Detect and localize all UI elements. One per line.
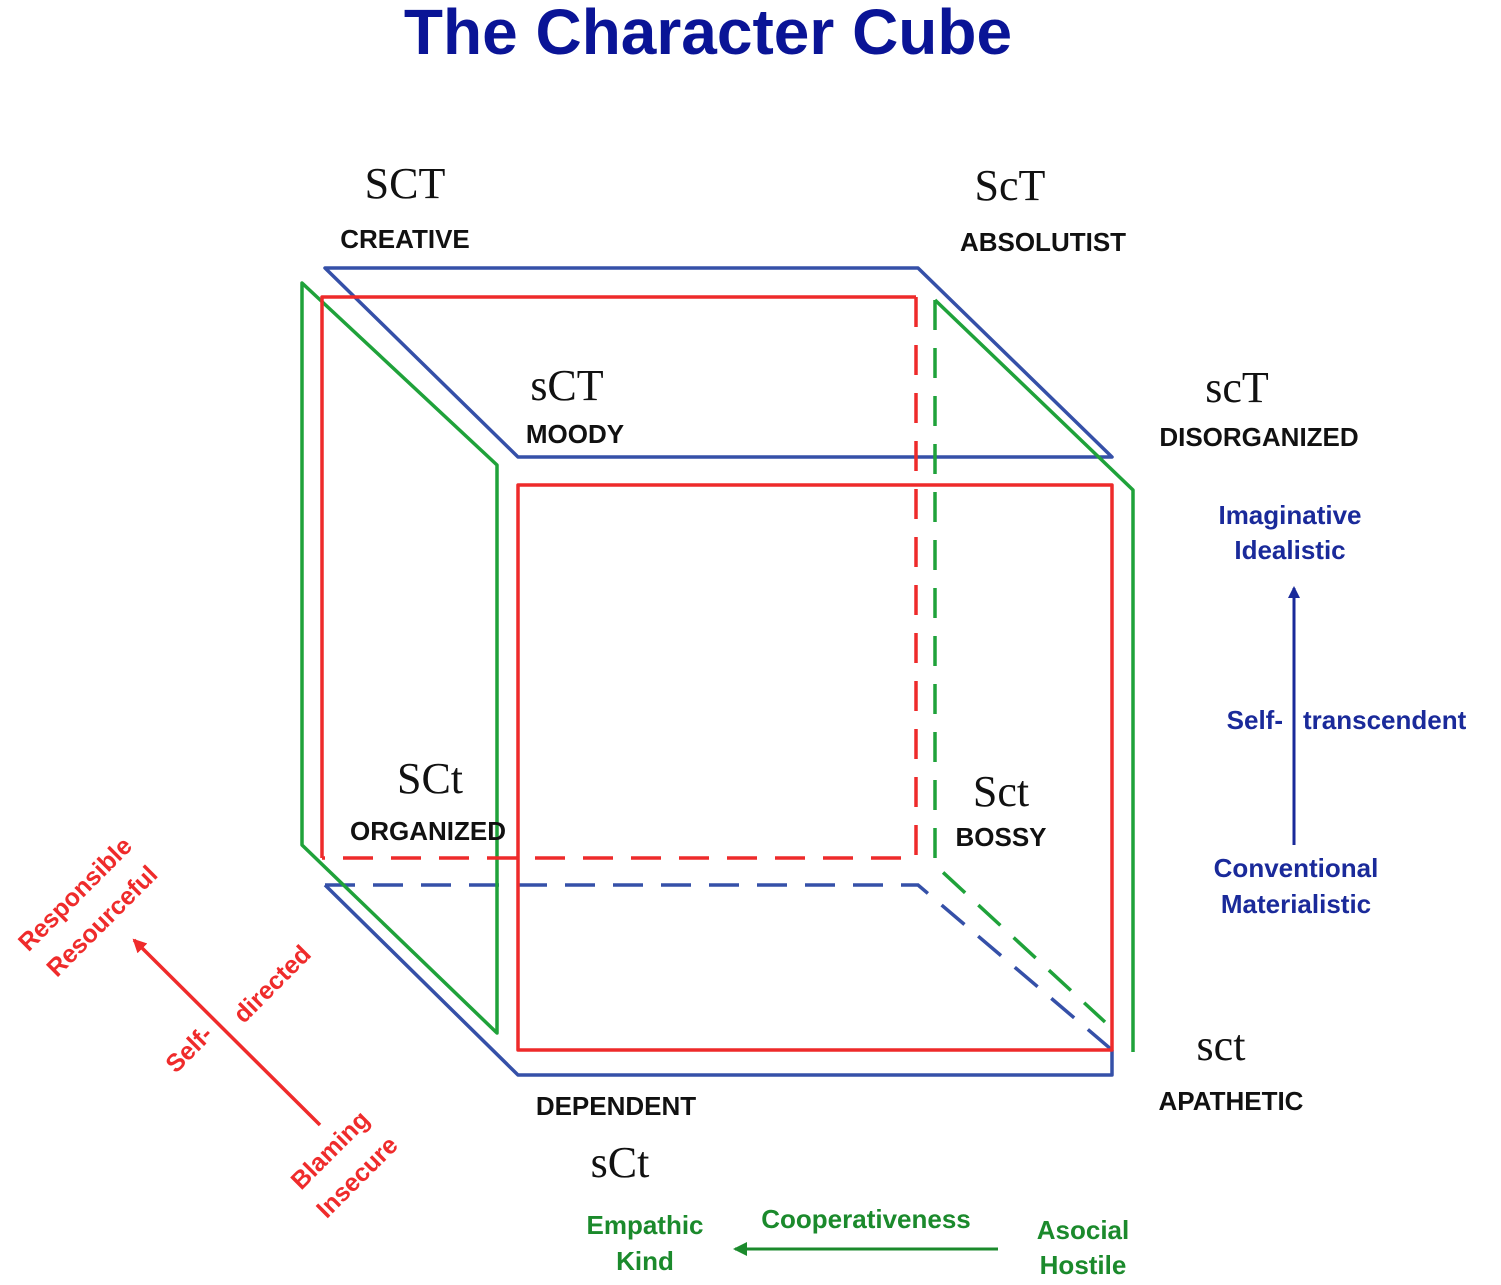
vertex-code: sct xyxy=(1197,1021,1246,1070)
vertex-name: CREATIVE xyxy=(340,224,470,254)
vertex-code: SCt xyxy=(397,754,463,803)
bottom-face-back-edges xyxy=(325,883,1114,1052)
transcendence-low-1: Conventional xyxy=(1214,853,1379,883)
vertex-code: scT xyxy=(1205,363,1269,412)
transcendence-high-2: Idealistic xyxy=(1234,535,1345,565)
bottom-face-front-edges xyxy=(323,883,1114,1077)
vertex-organized: SCt ORGANIZED xyxy=(350,754,506,846)
vertex-sct-upper-creative: SCT CREATIVE xyxy=(340,159,470,254)
top-face xyxy=(323,266,1114,459)
vertex-code: sCt xyxy=(591,1138,650,1187)
front-face xyxy=(516,483,1114,1052)
vertex-name: APATHETIC xyxy=(1159,1086,1304,1116)
transcendence-label-1: Self- xyxy=(1227,705,1283,735)
self-directedness-axis: Responsible Resourceful Self- directed B… xyxy=(13,832,404,1224)
cooperativeness-high-2: Kind xyxy=(616,1246,674,1276)
left-face xyxy=(300,281,499,1035)
vertex-dependent: DEPENDENT sCt xyxy=(536,1091,696,1187)
right-face-front-edges xyxy=(933,298,1135,1052)
vertex-code: SCT xyxy=(365,159,446,208)
vertex-absolutist: ScT ABSOLUTIST xyxy=(960,161,1126,257)
self-directedness-arrow xyxy=(132,938,322,1127)
vertex-code: Sct xyxy=(973,767,1029,816)
vertex-disorganized: scT DISORGANIZED xyxy=(1159,363,1358,452)
vertex-apathetic: sct APATHETIC xyxy=(1159,1021,1304,1116)
vertex-code: ScT xyxy=(975,161,1046,210)
vertex-name: DISORGANIZED xyxy=(1159,422,1358,452)
cooperativeness-axis: Empathic Kind Cooperativeness Asocial Ho… xyxy=(586,1204,1129,1280)
vertex-name: MOODY xyxy=(526,419,624,449)
right-face-back-edges xyxy=(933,300,1107,1024)
vertex-name: DEPENDENT xyxy=(536,1091,696,1121)
vertex-name: ABSOLUTIST xyxy=(960,227,1126,257)
self-directedness-label-2: directed xyxy=(228,940,317,1029)
cooperativeness-high-1: Empathic xyxy=(586,1210,703,1240)
vertex-name: ORGANIZED xyxy=(350,816,506,846)
vertex-code: sCT xyxy=(530,361,603,410)
page-title: The Character Cube xyxy=(404,0,1012,68)
cooperativeness-low-1: Asocial xyxy=(1037,1215,1130,1245)
transcendence-low-2: Materialistic xyxy=(1221,889,1371,919)
back-face-solid-edges xyxy=(320,295,916,858)
transcendence-label-2: transcendent xyxy=(1303,705,1467,735)
vertex-bossy: Sct BOSSY xyxy=(955,767,1046,852)
transcendence-axis: Imaginative Idealistic Self- transcenden… xyxy=(1214,500,1467,919)
cooperativeness-low-2: Hostile xyxy=(1040,1250,1127,1280)
transcendence-high-1: Imaginative xyxy=(1218,500,1361,530)
vertex-moody: sCT MOODY xyxy=(526,361,624,449)
self-directedness-label-1: Self- xyxy=(160,1020,218,1078)
vertex-name: BOSSY xyxy=(955,822,1046,852)
cooperativeness-label: Cooperativeness xyxy=(761,1204,971,1234)
